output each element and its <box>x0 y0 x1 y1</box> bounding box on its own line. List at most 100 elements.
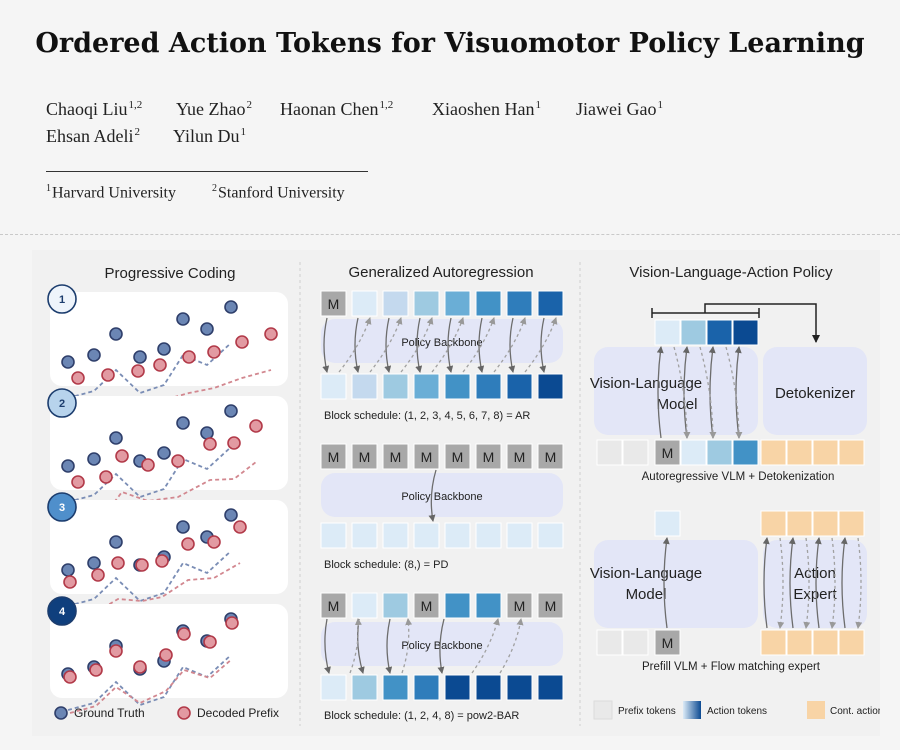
action-token <box>382 522 409 549</box>
vlm-block-bottom <box>594 540 758 628</box>
step-badge-label: 1 <box>59 294 65 306</box>
action-token <box>506 290 533 317</box>
ground-truth-path <box>67 342 232 399</box>
policy-backbone <box>321 319 563 363</box>
mask-token <box>506 443 533 470</box>
decode-arrow <box>539 317 547 373</box>
action-token <box>475 592 502 619</box>
coding-step: 1 <box>47 284 288 415</box>
action-token <box>351 674 378 701</box>
action-token <box>382 592 409 619</box>
step-badge <box>47 492 77 522</box>
action-token <box>706 319 733 346</box>
action-token <box>351 522 378 549</box>
decoded-prefix-point <box>63 670 77 684</box>
action-token <box>732 439 759 466</box>
action-token <box>413 290 440 317</box>
step-badge <box>47 388 77 418</box>
dependency-arrow <box>471 618 500 674</box>
action-token <box>444 592 471 619</box>
coding-card <box>50 396 288 490</box>
step-badge-label: 2 <box>59 398 65 410</box>
decoded-prefix-point <box>99 470 113 484</box>
mask-token-label: M <box>514 449 526 465</box>
author: Yue Zhao2 <box>176 99 252 119</box>
paper-title: Ordered Action Tokens for Visuomotor Pol… <box>35 28 865 59</box>
ground-truth-path <box>67 654 232 711</box>
dependency-arrow <box>400 317 434 373</box>
action-token <box>382 290 409 317</box>
legend-pred-label: Decoded Prefix <box>197 706 279 720</box>
decode-arrow <box>353 317 361 373</box>
ground-truth-point <box>200 322 214 336</box>
mask-token-label: M <box>545 598 557 614</box>
decoded-prefix-point <box>225 616 239 630</box>
mask-token-label: M <box>359 449 371 465</box>
cont-action-token <box>760 510 787 537</box>
action-token <box>475 674 502 701</box>
decoded-prefix-path <box>69 658 233 714</box>
action-token <box>444 522 471 549</box>
decode-arrow <box>762 537 770 629</box>
action-token <box>475 522 502 549</box>
dependency-arrow <box>431 317 465 373</box>
decoded-prefix-point <box>207 345 221 359</box>
ground-truth-point <box>109 431 123 445</box>
cont-action-token <box>812 629 839 656</box>
cont-action-token <box>786 510 813 537</box>
dependency-arrow <box>401 618 413 674</box>
decoded-prefix-point <box>203 437 217 451</box>
affiliation: 2Stanford University <box>212 183 345 202</box>
action-token <box>413 674 440 701</box>
mask-token <box>475 443 502 470</box>
affiliation-rule <box>46 171 368 172</box>
decoded-prefix-point <box>133 660 147 674</box>
prefix-token <box>622 629 649 656</box>
ground-truth-point <box>87 452 101 466</box>
expert-label-line1: Action <box>794 565 836 582</box>
decoded-prefix-point <box>227 436 241 450</box>
decode-arrow <box>428 469 437 522</box>
vla-caption-bottom: Prefill VLM + Flow matching expert <box>642 661 821 673</box>
cont-action-token <box>786 439 813 466</box>
mask-token-label: M <box>514 598 526 614</box>
detokenizer-block <box>763 347 867 435</box>
legend-gt-label: Ground Truth <box>74 706 145 720</box>
action-token <box>413 522 440 549</box>
action-token <box>475 373 502 400</box>
vla-caption-top: Autoregressive VLM + Detokenization <box>642 471 835 483</box>
dependency-arrow <box>493 317 527 373</box>
decode-arrow <box>508 317 516 373</box>
coding-step: 4 <box>47 596 288 714</box>
legend-action-label: Action tokens <box>707 706 767 717</box>
decode-arrow <box>662 537 670 629</box>
decoded-prefix-point <box>235 335 249 349</box>
decoded-prefix-point <box>177 627 191 641</box>
decode-arrow <box>322 317 330 373</box>
vlm-label-line2: Model <box>626 586 667 603</box>
decoded-prefix-point <box>233 520 247 534</box>
ground-truth-path <box>67 446 232 503</box>
legend-prefix-label: Prefix tokens <box>618 706 676 717</box>
decoded-prefix-point <box>203 635 217 649</box>
mask-token <box>320 443 347 470</box>
action-token <box>654 510 681 537</box>
decoded-prefix-point <box>91 568 105 582</box>
cont-action-token <box>760 439 787 466</box>
dependency-arrow <box>462 317 496 373</box>
ground-truth-point <box>176 520 190 534</box>
policy-backbone-label: Policy Backbone <box>401 640 482 652</box>
action-token <box>654 319 681 346</box>
decoded-prefix-point <box>63 575 77 589</box>
action-token <box>320 522 347 549</box>
action-token <box>382 373 409 400</box>
mask-token-label: M <box>662 635 674 651</box>
prefix-token <box>622 439 649 466</box>
ground-truth-point <box>133 350 147 364</box>
mask-token-label: M <box>545 449 557 465</box>
decoded-prefix-point <box>71 371 85 385</box>
ground-truth-point <box>176 312 190 326</box>
step-badge <box>47 596 77 626</box>
